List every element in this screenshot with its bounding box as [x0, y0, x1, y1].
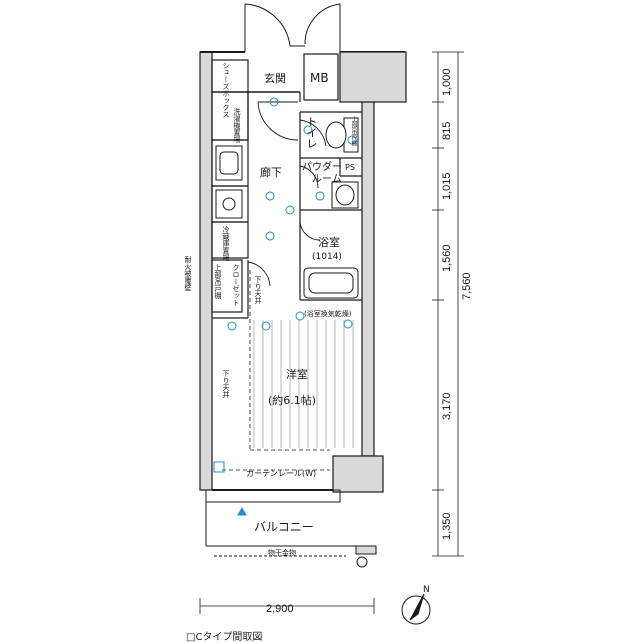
toilet-label: トイレ — [305, 116, 318, 149]
mb-label: MB — [310, 71, 329, 85]
compass-n-label: N — [423, 585, 430, 595]
dim-seg-5: 3,170 — [441, 392, 453, 420]
vanity-fixture — [331, 181, 359, 209]
powder-room-label-2: ルーム — [312, 173, 342, 185]
kitchen-fixtures — [215, 145, 243, 219]
balcony-label: バルコニー — [254, 520, 314, 534]
compass-icon — [401, 593, 431, 625]
bathroom-size-label: (1014) — [312, 252, 342, 262]
drying-label: (浴室換気乾燥) — [304, 309, 352, 318]
hallway-label: 廊下 — [260, 165, 282, 179]
shoe-box-label: シューズボックス — [222, 62, 230, 118]
western-room-size-label: (約6.1帖) — [268, 393, 316, 407]
bottom-dimension-line — [199, 598, 375, 614]
toilet-shelf-label: 上部吊戸棚 — [350, 116, 357, 146]
floor-plan-caption: □Cタイプ間取図 — [186, 632, 263, 643]
western-room-label: 洋室 — [286, 367, 308, 381]
bathroom-label: 浴室 — [318, 235, 340, 249]
mb-box — [303, 53, 339, 101]
dim-seg-4: 1,560 — [441, 244, 453, 272]
dim-seg-3: 1,015 — [441, 172, 453, 200]
electrical-symbols — [213, 97, 357, 516]
washer-space-label: 洗濯機置場 — [233, 108, 241, 143]
door-swings — [247, 101, 327, 287]
fire-wall-label: 耐火被覆壁 — [184, 256, 192, 291]
curtain-rail-label: カーテンレール(W) — [246, 469, 316, 478]
fridge-space-label: 冷蔵庫置場 — [222, 226, 230, 261]
ps-label: PS — [345, 163, 355, 172]
flooring-lines — [253, 320, 354, 448]
closet-shelf-label: 上部吊戸棚 — [214, 264, 222, 299]
dim-seg-2: 815 — [441, 122, 453, 140]
entrance-doors — [244, 3, 341, 52]
entrance-label: 玄関 — [264, 71, 286, 85]
bathtub — [303, 267, 359, 299]
interior-partitions — [211, 59, 362, 319]
dim-seg-6: 1,350 — [441, 512, 453, 540]
ceiling-drop-label-1: 下り天井 — [254, 276, 262, 304]
powder-room-label-1: パウダー — [302, 160, 342, 173]
dim-seg-1: 1,000 — [441, 68, 453, 96]
dim-bottom: 2,900 — [266, 603, 294, 615]
dim-total: 7,560 — [461, 272, 473, 300]
outer-walls — [199, 51, 407, 493]
ceiling-drop-label-2: 下り天井 — [222, 370, 230, 398]
right-dimension-line — [432, 51, 464, 557]
laundry-pole-label: 物干金物 — [268, 548, 296, 557]
ceiling-drop-lines — [222, 270, 330, 471]
balcony-area — [205, 489, 377, 568]
closet-label: クローゼット — [232, 264, 240, 306]
